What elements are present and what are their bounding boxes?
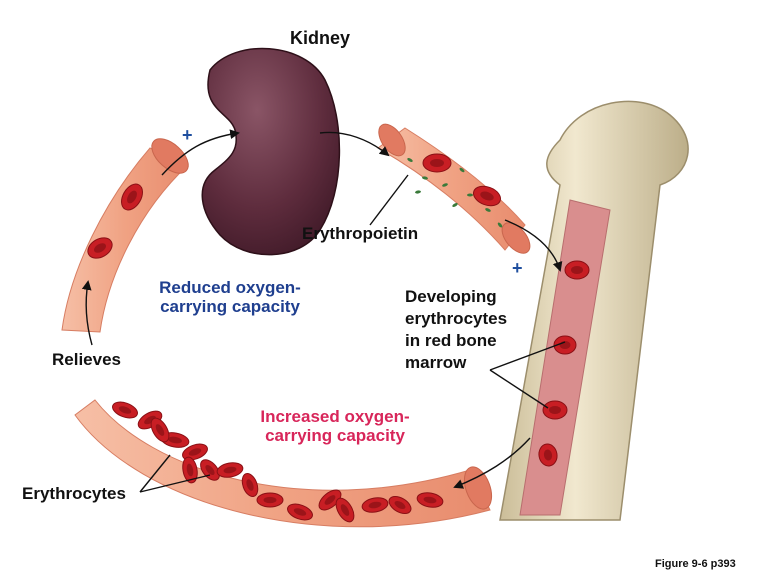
process-arrows: [81, 129, 566, 493]
red-blood-cell: [256, 492, 284, 508]
red-blood-cell: [472, 185, 502, 207]
arrow-relieves: [81, 280, 93, 346]
red-blood-cell: [287, 503, 313, 521]
developing-line-4: marrow: [405, 353, 467, 372]
red-blood-cell: [112, 401, 138, 419]
pointer-developing-1: [489, 341, 566, 371]
kidney-label: Kidney: [290, 28, 351, 48]
red-blood-cell: [564, 260, 590, 280]
relieves-label: Relieves: [52, 350, 121, 369]
red-blood-cell: [553, 335, 577, 355]
red-blood-cell: [542, 400, 568, 420]
pointer-erythrocytes-2: [139, 474, 211, 493]
red-blood-cell: [318, 489, 342, 511]
left-blood-vessel: [61, 138, 189, 333]
red-blood-cell: [538, 443, 558, 467]
reduced-line-1: Reduced oxygen-: [159, 278, 301, 297]
pointer-erythropoietin: [369, 174, 409, 226]
developing-line-3: in red bone: [405, 331, 497, 350]
erythropoietin-label: Erythropoietin: [302, 224, 419, 243]
increased-line-1: Increased oxygen-: [260, 407, 410, 426]
developing-erythrocytes-label: Developing erythrocytes in red bone marr…: [405, 286, 507, 374]
increased-capacity-label: Increased oxygen- carrying capacity: [240, 407, 430, 445]
red-blood-cell: [335, 497, 355, 523]
red-blood-cell: [87, 237, 113, 259]
arrow-vessel-to-kidney: [161, 129, 240, 176]
arrow-kidney-to-vessel: [319, 131, 390, 157]
arrow-bone-to-vessel: [453, 437, 531, 489]
figure-reference: Figure 9-6 p393: [655, 558, 736, 570]
developing-line-1: Developing: [405, 287, 497, 306]
pointer-erythrocytes-1: [139, 454, 171, 493]
red-bone-marrow: [519, 199, 611, 516]
pointer-developing-2: [489, 369, 549, 409]
red-blood-cell: [200, 459, 220, 481]
red-blood-cell: [388, 495, 412, 515]
red-blood-cell: [422, 153, 452, 173]
red-blood-cell: [216, 462, 244, 478]
red-blood-cell: [121, 183, 143, 211]
reduced-line-2: carrying capacity: [160, 297, 300, 316]
red-blood-cells: [87, 153, 590, 523]
plus-sign-bone: +: [512, 258, 523, 278]
plus-sign-kidney: +: [182, 125, 193, 145]
red-blood-cell: [182, 456, 198, 484]
red-blood-cell: [182, 443, 208, 461]
arrow-vessel-to-bone: [504, 219, 563, 272]
reduced-capacity-label: Reduced oxygen- carrying capacity: [140, 278, 320, 316]
red-blood-cell: [361, 497, 389, 513]
red-blood-cell: [150, 417, 170, 443]
erythropoietin-blood-vessel: [377, 123, 531, 254]
red-blood-cell: [416, 492, 444, 508]
developing-line-2: erythrocytes: [405, 309, 508, 328]
red-blood-cell: [241, 472, 259, 498]
increased-line-2: carrying capacity: [265, 426, 405, 445]
erythrocytes-label: Erythrocytes: [22, 484, 126, 503]
bottom-blood-vessel: [74, 399, 493, 528]
bone: [499, 100, 689, 521]
